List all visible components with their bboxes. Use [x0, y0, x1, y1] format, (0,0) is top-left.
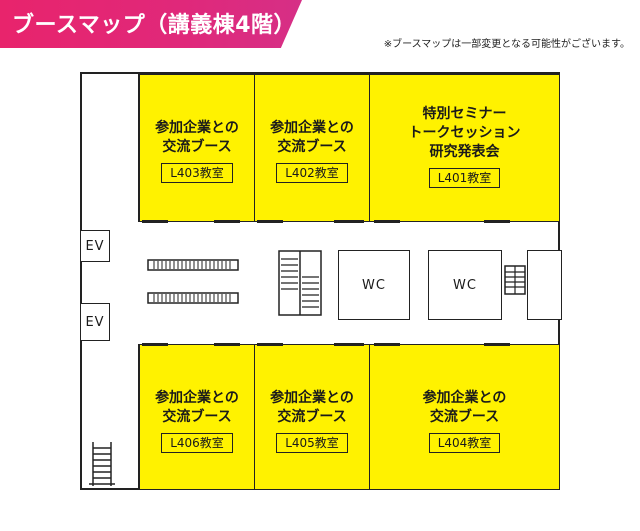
- room-l403[interactable]: 参加企業との 交流ブース L403教室: [139, 74, 255, 222]
- stairs-icon-lower-left: [89, 442, 115, 486]
- room-l405-number: L405教室: [276, 433, 348, 453]
- restroom-right-label: WC: [453, 277, 477, 293]
- room-l403-title: 参加企業との 交流ブース: [155, 120, 239, 155]
- elevator-bottom: EV: [80, 303, 110, 341]
- restroom-left-label: WC: [362, 277, 386, 293]
- elevator-bottom-label: EV: [85, 314, 105, 330]
- elevator-top: EV: [80, 230, 110, 262]
- room-l406-number: L406教室: [161, 433, 233, 453]
- door-l402-b: [334, 220, 364, 223]
- door-l401-a: [374, 220, 400, 223]
- door-l405-a: [257, 343, 283, 346]
- door-l403-a: [142, 220, 168, 223]
- door-l403-b: [214, 220, 240, 223]
- room-l402[interactable]: 参加企業との 交流ブース L402教室: [254, 74, 370, 222]
- door-l405-b: [334, 343, 364, 346]
- door-l402-a: [257, 220, 283, 223]
- room-l402-number: L402教室: [276, 163, 348, 183]
- disclaimer-note: ※ブースマップは一部変更となる可能性がございます。: [383, 39, 630, 50]
- title-banner: ブースマップ（講義棟4階）: [0, 0, 302, 48]
- room-l401[interactable]: 特別セミナー トークセッション 研究発表会 L401教室: [369, 74, 560, 222]
- door-l406-a: [142, 343, 168, 346]
- door-l404-a: [374, 343, 400, 346]
- escalator-icon-lower: [147, 292, 239, 304]
- door-l404-b: [484, 343, 510, 346]
- elevator-top-label: EV: [85, 238, 105, 254]
- room-l405-title: 参加企業との 交流ブース: [270, 390, 354, 425]
- room-l401-title: 特別セミナー トークセッション 研究発表会: [408, 106, 521, 160]
- escalator-icon-upper: [147, 259, 239, 271]
- room-l404-number: L404教室: [428, 433, 501, 453]
- restroom-left: WC: [338, 250, 410, 320]
- room-l405[interactable]: 参加企業との 交流ブース L405教室: [254, 344, 370, 490]
- room-l404[interactable]: 参加企業との 交流ブース L404教室: [369, 344, 560, 490]
- stairs-icon-center: [278, 250, 322, 316]
- room-l402-title: 参加企業との 交流ブース: [270, 120, 354, 155]
- room-l406[interactable]: 参加企業との 交流ブース L406教室: [139, 344, 255, 490]
- stairs-icon-right: [504, 265, 526, 295]
- door-l401-b: [484, 220, 510, 223]
- room-l406-title: 参加企業との 交流ブース: [155, 390, 239, 425]
- room-l404-title: 参加企業との 交流ブース: [422, 390, 507, 425]
- restroom-right: WC: [428, 250, 502, 320]
- room-l403-number: L403教室: [161, 163, 233, 183]
- door-l406-b: [214, 343, 240, 346]
- room-l401-number: L401教室: [428, 168, 501, 188]
- floor-map: 参加企業との 交流ブース L403教室 参加企業との 交流ブース L402教室 …: [80, 72, 562, 490]
- page-title: ブースマップ（講義棟4階）: [12, 13, 297, 38]
- utility-room-right: [527, 250, 562, 320]
